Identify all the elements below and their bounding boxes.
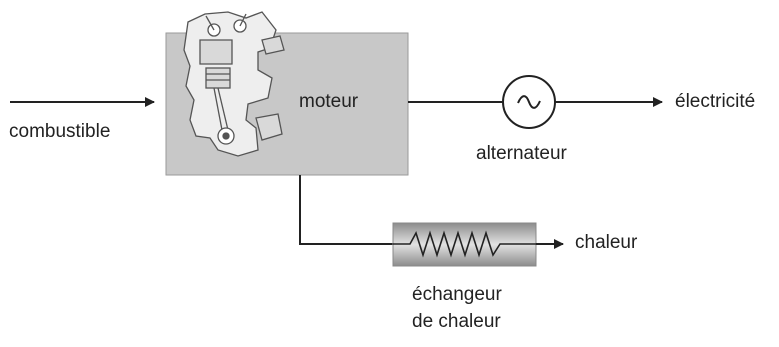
- electricity-label: électricité: [675, 91, 756, 112]
- alternator-sine-icon: [517, 95, 541, 109]
- heat-label: chaleur: [575, 232, 638, 253]
- engine-to-exchanger-line: [299, 175, 393, 245]
- engine-label: moteur: [299, 91, 359, 112]
- exchanger-label-line2: de chaleur: [412, 311, 501, 332]
- heat-exchanger-coil-icon: [393, 230, 536, 258]
- alternator-label: alternateur: [476, 143, 567, 164]
- fuel-label: combustible: [9, 121, 111, 142]
- exchanger-label-line1: échangeur: [412, 284, 502, 305]
- engine-illustration-icon: [183, 11, 285, 157]
